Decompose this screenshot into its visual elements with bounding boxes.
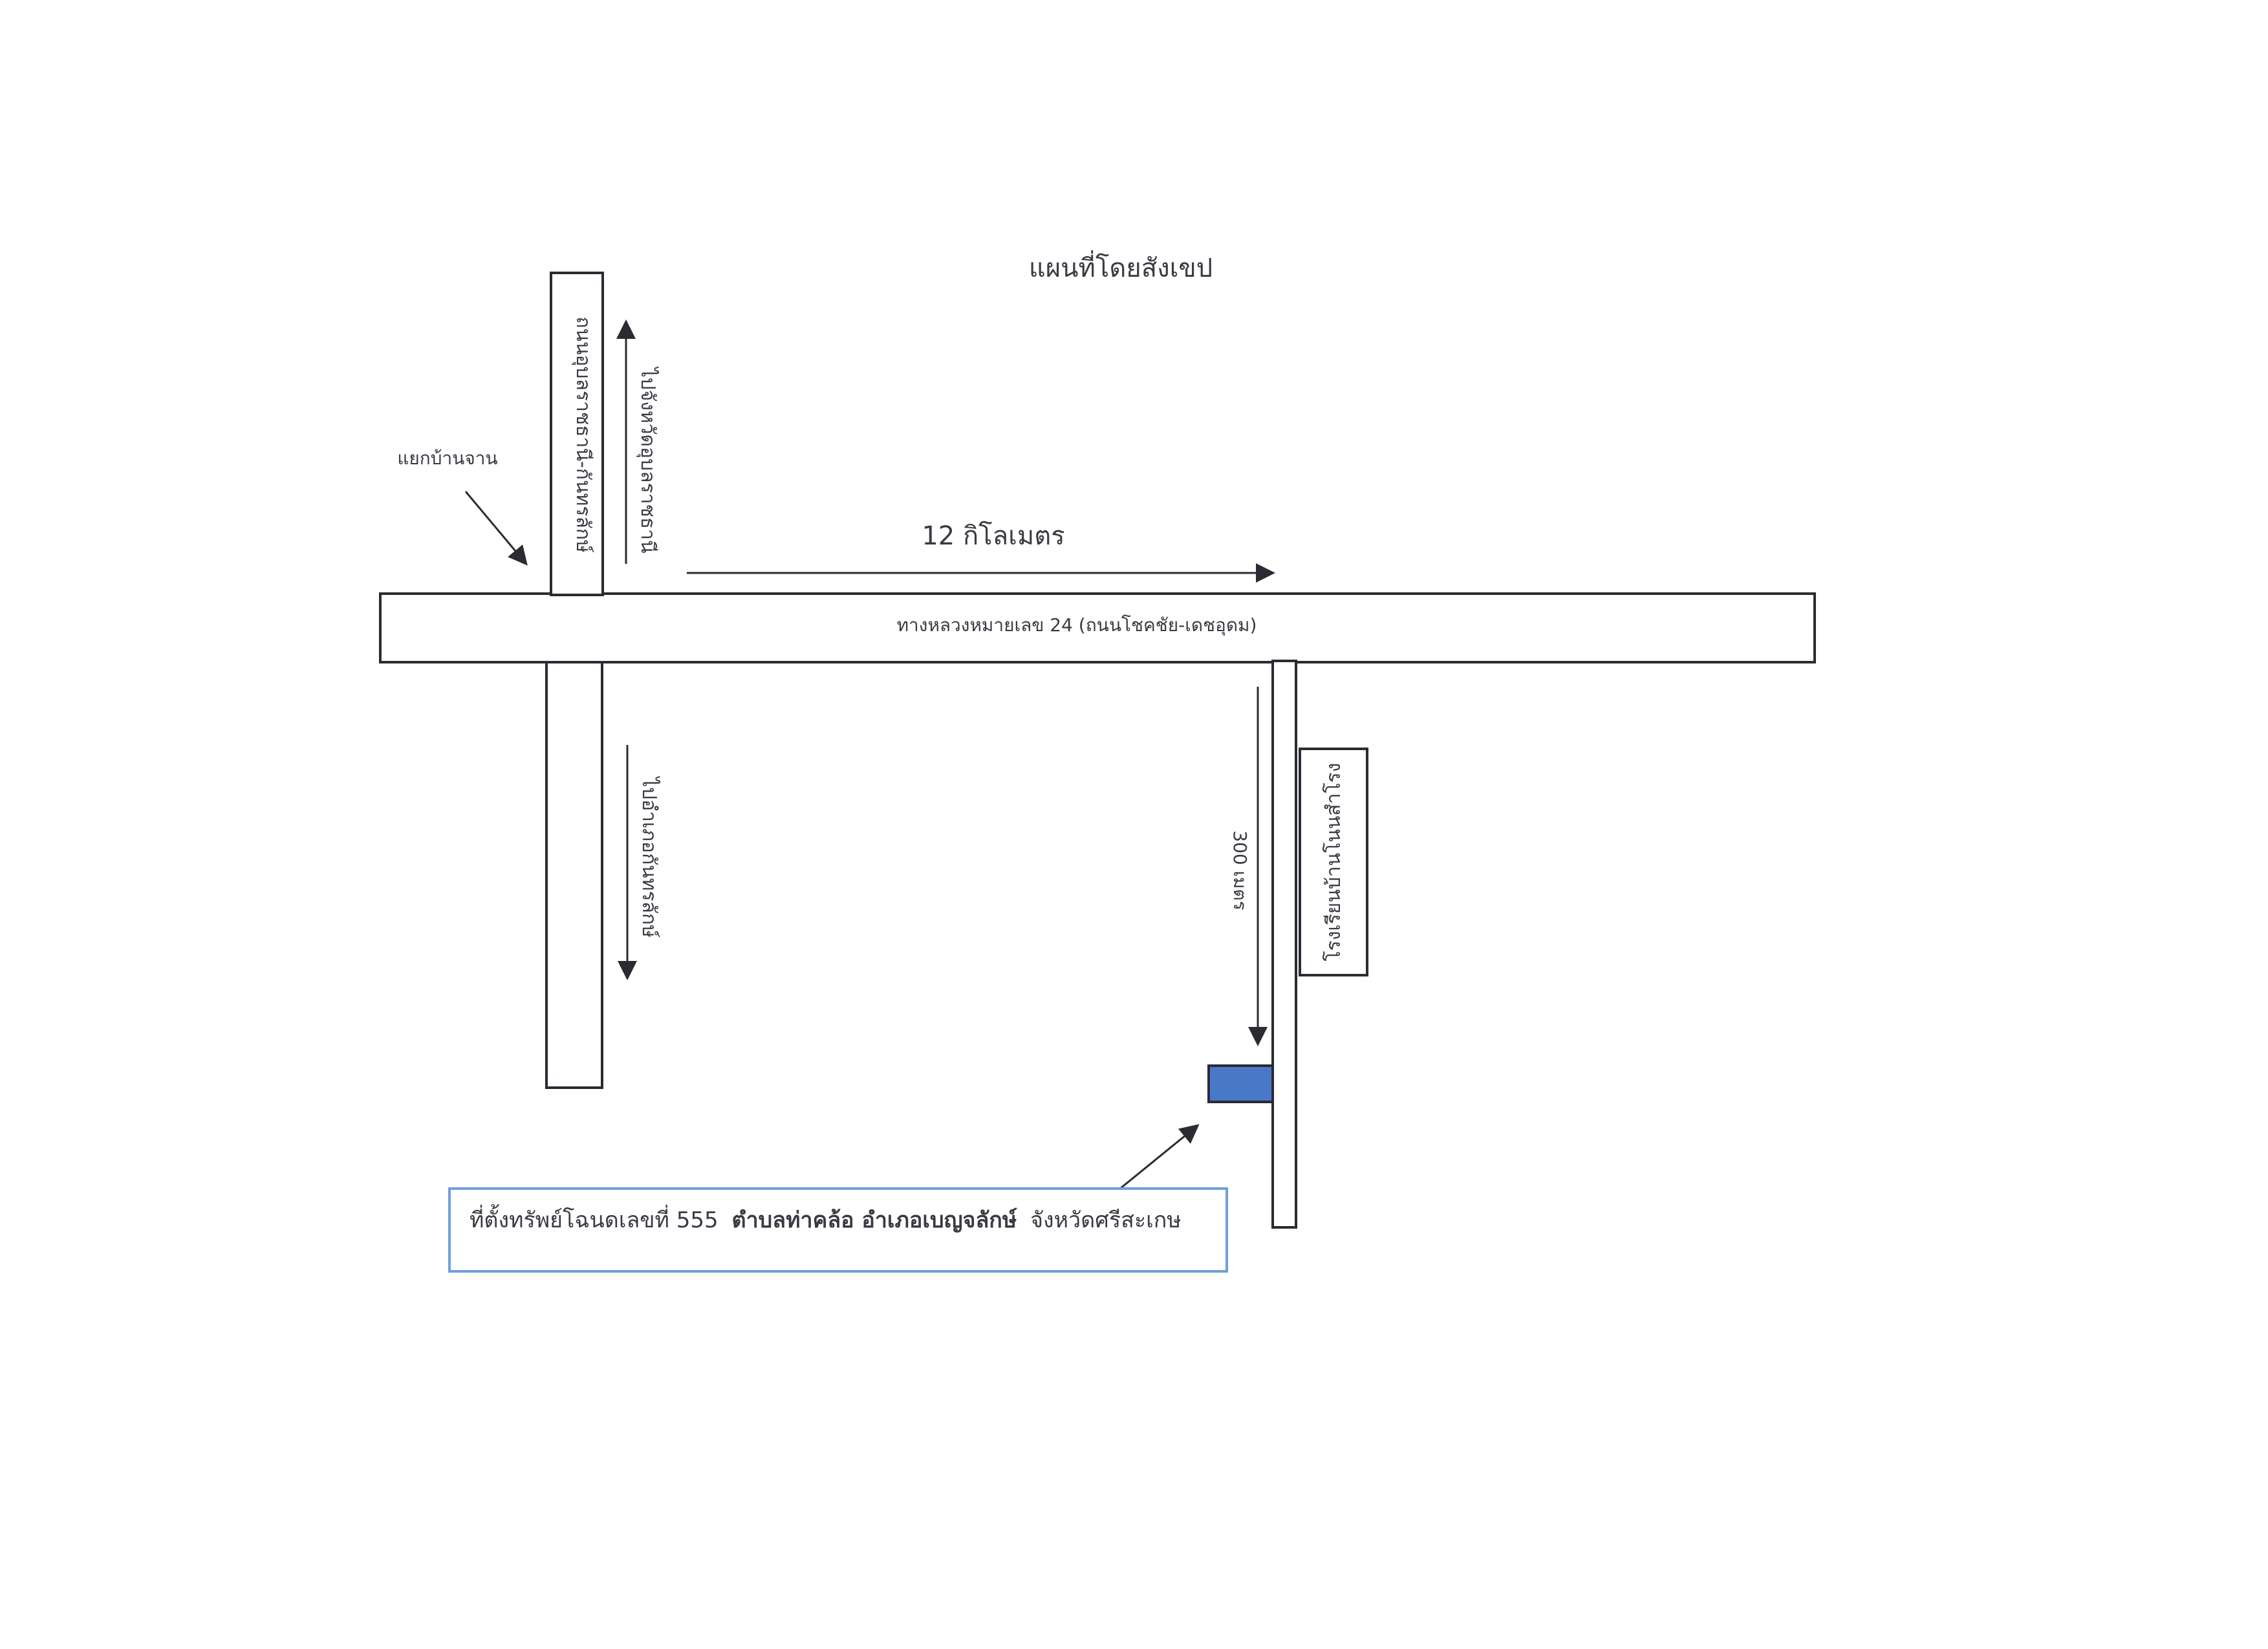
- caption-part2: ตำบลท่าคล้อ อำเภอเบญจลักษ์: [731, 1207, 1017, 1233]
- north-road: [550, 272, 604, 596]
- north-road-label: ถนนอุบลราชธานี-กันทรลักษ์: [571, 316, 594, 552]
- south-road: [545, 661, 603, 1089]
- side-distance-label: 300 เมตร: [1229, 830, 1251, 911]
- junction-label: แยกบ้านจาน: [397, 447, 497, 469]
- to-ubon-label: ไปจังหวัดอุบลราชธานี: [636, 367, 660, 554]
- caption-text: ที่ตั้งทรัพย์โฉนดเลขที่ 555 ตำบลท่าคล้อ …: [470, 1204, 1182, 1233]
- junction-arrow: [464, 491, 528, 566]
- school-building: [1299, 748, 1368, 976]
- highway-label: ทางหลวงหมายเลข 24 (ถนนโชคชัย-เดชอุดม): [897, 614, 1257, 636]
- map-title: แผนที่โดยสังเขป: [1029, 250, 1213, 283]
- caption-part3: จังหวัดศรีสะเกษ: [1030, 1207, 1182, 1233]
- caption-box: [448, 1187, 1228, 1273]
- property-marker: [1207, 1064, 1274, 1103]
- school-label: โรงเรียนบ้านโนนสำโรง: [1322, 763, 1345, 962]
- distance-label: 12 กิโลเมตร: [922, 521, 1064, 551]
- to-kanthararak-label: ไปอำเภอกันทรลักษ์: [638, 776, 661, 938]
- side-road: [1271, 660, 1297, 1229]
- caption-part1: ที่ตั้งทรัพย์โฉนดเลขที่ 555: [470, 1204, 718, 1233]
- property-arrow: [1119, 1124, 1200, 1190]
- highway-24: [379, 592, 1816, 663]
